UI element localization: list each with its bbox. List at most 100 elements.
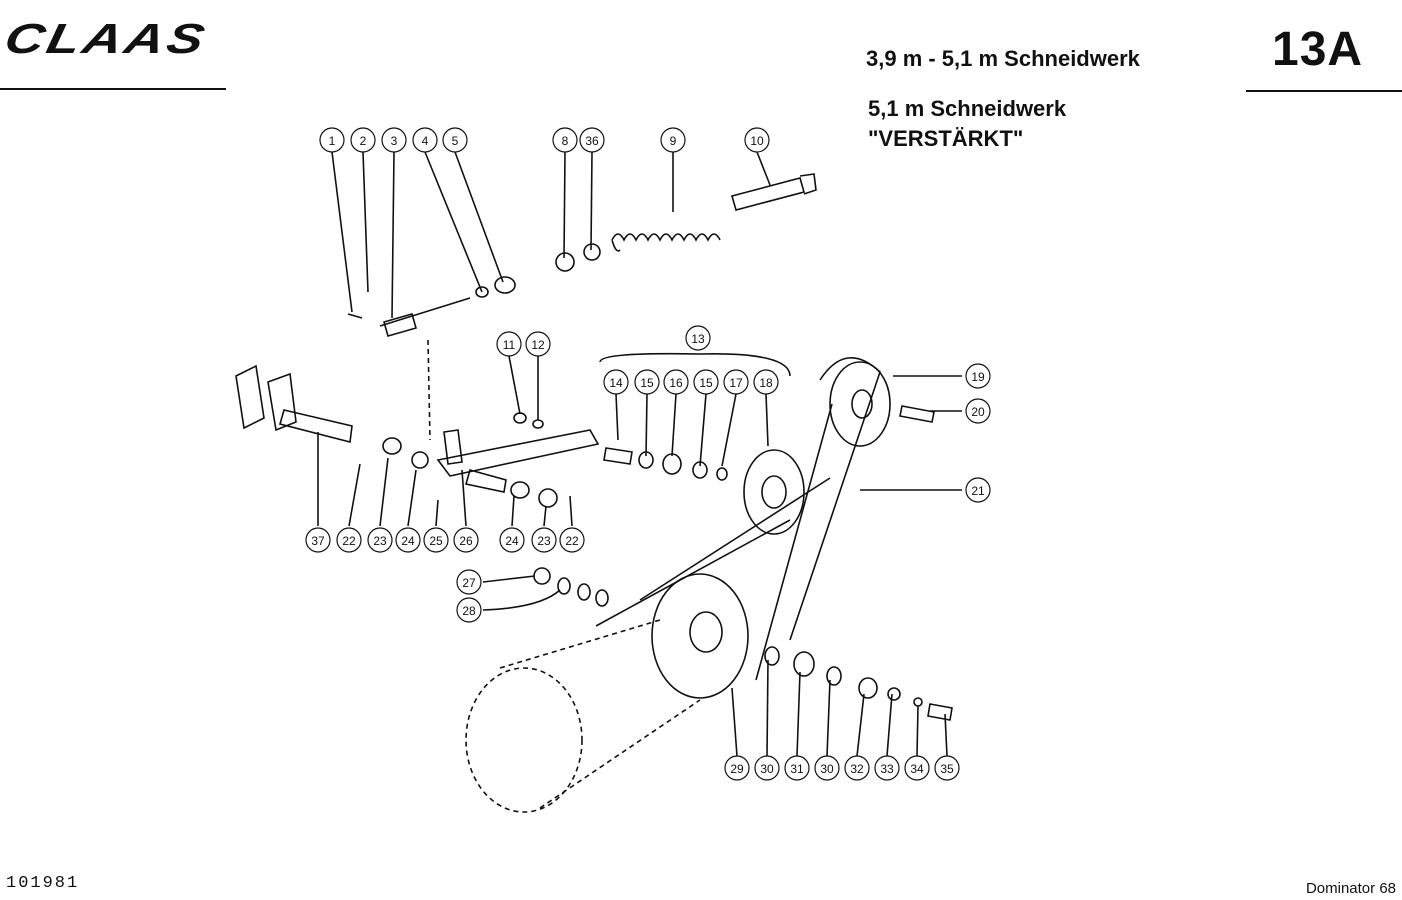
callout-label: 16 [669,376,683,390]
callout-circle [395,527,421,553]
subtitle-line-1: 5,1 m Schneidwerk [868,96,1067,121]
callout-circle [754,755,780,781]
sheet-number: 13A [1272,23,1364,76]
callout-label: 8 [562,134,569,148]
sheet-rule [1246,90,1402,92]
part-24-bushing-left [411,451,429,469]
callout-31: 31 [784,755,810,781]
callout-35: 35 [934,755,960,781]
callout-label: 36 [585,134,599,148]
callout-circle [499,527,525,553]
callout-label: 17 [729,376,743,390]
callout-label: 15 [699,376,713,390]
callout-label: 15 [640,376,654,390]
callout-3: 3 [381,127,407,153]
callout-label: 1 [329,134,336,148]
callout-label: 25 [429,534,443,548]
callout-33: 33 [874,755,900,781]
callout-circle [305,527,331,553]
part-8-bushing [555,252,575,272]
callout-label: 35 [940,762,954,776]
callout-10: 10 [744,127,770,153]
callout-label: 32 [850,762,864,776]
callout-circle [744,127,770,153]
part-19-pulley-hub [851,389,873,419]
callout-17: 17 [723,369,749,395]
callout-circle [319,127,345,153]
callout-circle [496,331,522,357]
callout-circle [904,755,930,781]
callout-label: 22 [565,534,579,548]
callout-label: 23 [373,534,387,548]
callout-circle [934,755,960,781]
callout-label: 14 [609,376,623,390]
callout-25: 25 [423,527,449,553]
callout-27: 27 [456,569,482,595]
callout-circle [579,127,605,153]
callout-circle [531,527,557,553]
callout-label: 13 [691,332,705,346]
part-23-bushing-right [538,488,558,508]
callout-label: 9 [670,134,677,148]
callout-30: 30 [754,755,780,781]
part-31-bearing [793,651,815,677]
dashed-belt [499,619,701,809]
callout-circle [753,369,779,395]
callout-label: 23 [537,534,551,548]
callout-label: 30 [760,762,774,776]
callout-5: 5 [442,127,468,153]
callout-23: 23 [367,527,393,553]
callout-circle [350,127,376,153]
part-5-washer [494,276,516,294]
callout-label: 20 [971,405,985,419]
callout-4: 4 [412,127,438,153]
part-17-ring [716,467,728,481]
callout-30: 30 [814,755,840,781]
part-21-belt [595,357,881,681]
part-18-pulley [743,449,805,535]
callout-circle [412,127,438,153]
part-11-nut [513,412,527,424]
callout-19: 19 [965,363,991,389]
callout-label: 24 [401,534,415,548]
callout-label: 27 [462,576,476,590]
callout-label: 34 [910,762,924,776]
callout-label: 26 [459,534,473,548]
callout-15: 15 [634,369,660,395]
callout-circle [693,369,719,395]
callout-37: 37 [305,527,331,553]
callout-label: 19 [971,370,985,384]
part-14-bolt [603,447,633,465]
callout-36: 36 [579,127,605,153]
callout-1: 1 [319,127,345,153]
callout-circle [423,527,449,553]
callout-circle [603,369,629,395]
callout-circle [456,597,482,623]
callout-13: 13 [685,325,711,351]
callout-21: 21 [965,477,991,503]
part-28-ring-b [577,583,591,601]
part-16-bearing [662,453,682,475]
callout-circle [442,127,468,153]
leader-lines [317,151,962,757]
part-18-pulley-hub [761,475,787,509]
part-28-ring-c [595,589,609,607]
callout-label: 18 [759,376,773,390]
dash-line [427,339,431,441]
callout-circle [965,363,991,389]
dashed-pulley [465,667,583,813]
part-34-washer [913,697,923,707]
callout-circle [685,325,711,351]
callout-20: 20 [965,398,991,424]
callout-11: 11 [496,331,522,357]
model-name: Dominator 68 [1305,880,1396,897]
callout-label: 30 [820,762,834,776]
callout-24: 24 [499,527,525,553]
callout-circle [724,755,750,781]
part-36-ring [583,243,601,261]
part-19-pulley [829,361,891,447]
callout-circle [453,527,479,553]
callout-circle [634,369,660,395]
